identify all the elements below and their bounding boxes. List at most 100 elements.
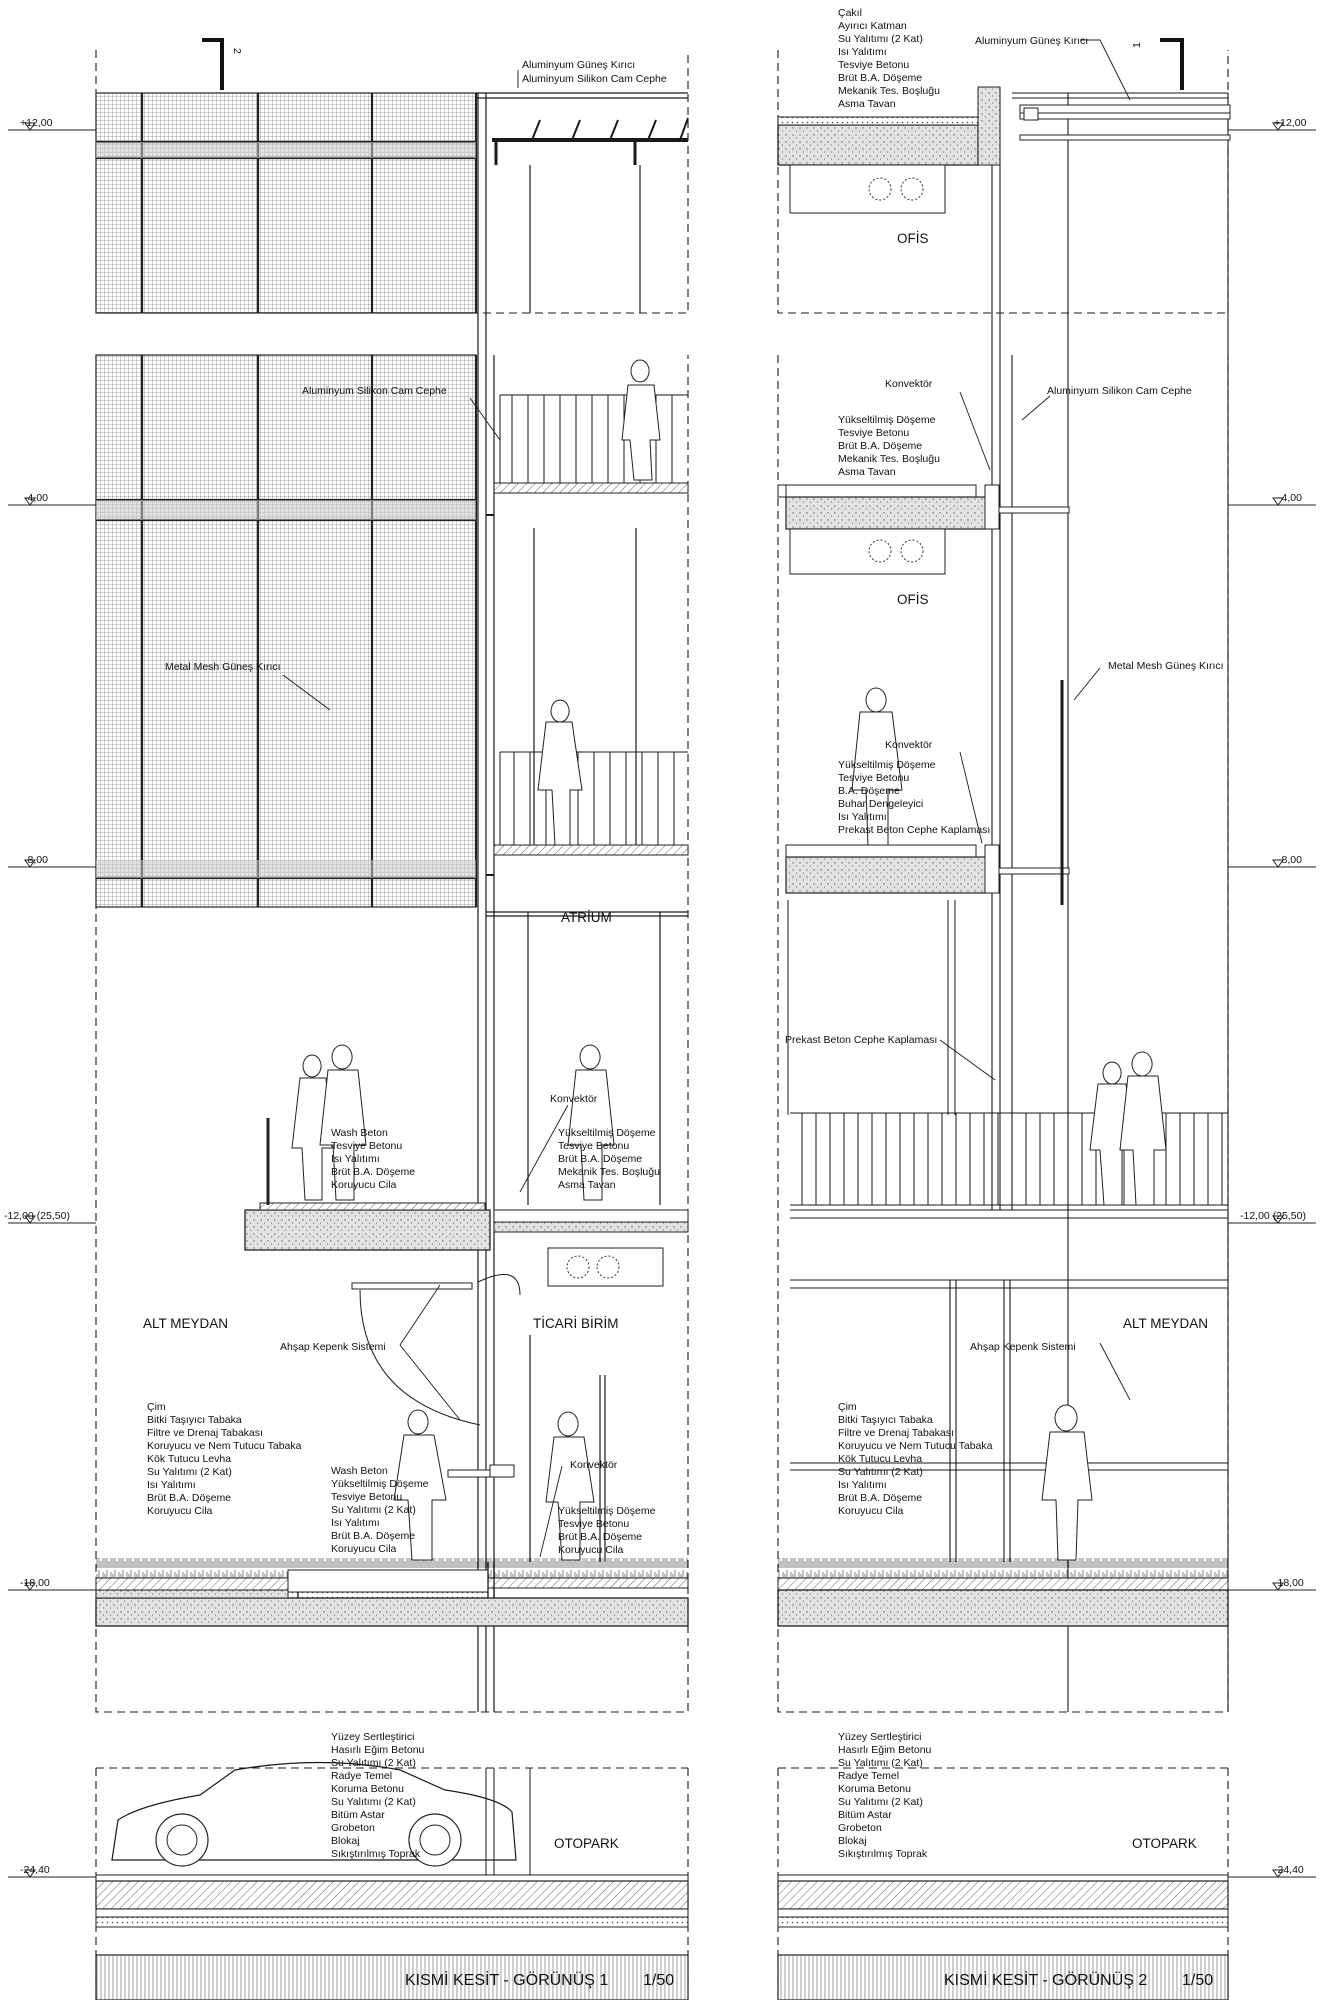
layer-item: Asma Tavan xyxy=(838,466,896,478)
right-roof-layer-list: Çakıl Ayırıcı Katman Su Yalıtımı (2 Kat)… xyxy=(838,7,940,110)
layer-item: Yüzey Sertleştirici xyxy=(838,1731,921,1743)
layer-item: Koruma Betonu xyxy=(331,1783,404,1795)
level-labels-left: +12,00 -4,00 -8,00 -12,00 (25,50) -18,00… xyxy=(4,117,70,1876)
layer-item: Bitki Taşıyıcı Tabaka xyxy=(838,1414,933,1426)
left-drawing-title: KISMİ KESİT - GÖRÜNÜŞ 1 xyxy=(405,1970,608,1989)
layer-item: Radye Temel xyxy=(331,1770,392,1782)
layer-item: Yükseltilmiş Döşeme xyxy=(838,414,936,426)
layer-item: Mekanik Tes. Boşluğu xyxy=(838,453,940,465)
left-sun-breakers xyxy=(492,117,689,165)
layer-item: B.A. Döşeme xyxy=(838,785,900,797)
layer-item: Blokaj xyxy=(331,1835,360,1847)
section-cut-markers xyxy=(202,38,1184,90)
right-office-slab-8 xyxy=(785,680,1070,1115)
left-room-atrium: ATRİUM xyxy=(561,910,612,925)
right-slab8-layer-list: Yükseltilmiş Döşeme Tesviye Betonu B.A. … xyxy=(838,759,990,836)
layer-item: Koruyucu ve Nem Tutucu Tabaka xyxy=(147,1440,302,1452)
level-triangles xyxy=(24,122,1284,1878)
layer-item: Prekast Beton Cephe Kaplaması xyxy=(838,824,990,836)
layer-item: Yükseltilmiş Döşeme xyxy=(558,1505,656,1517)
level-label: -12,00 (25,50) xyxy=(1240,1210,1306,1222)
left-atrium-balconies xyxy=(486,394,689,876)
left-atrium-layer-list: Yükseltilmiş Döşeme Tesviye Betonu Brüt … xyxy=(558,1127,660,1191)
layer-item: Brüt B.A. Döşeme xyxy=(558,1153,642,1165)
layer-item: Su Yalıtımı (2 Kat) xyxy=(838,1466,923,1478)
layer-item: Buhar Dengeleyici xyxy=(838,798,923,810)
layer-item: Koruyucu Cila xyxy=(331,1179,397,1191)
left-panel-frames xyxy=(95,50,689,2000)
layer-item: Yükseltilmiş Döşeme xyxy=(838,759,936,771)
level-label: -8,00 xyxy=(1278,854,1302,866)
right-sun-breaker-label: Aluminyum Güneş Kırıcı xyxy=(975,35,1088,47)
layer-item: Tesviye Betonu xyxy=(331,1140,402,1152)
right-cut-marker-number: 1 xyxy=(1131,42,1143,48)
layer-item: Brüt B.A. Döşeme xyxy=(147,1492,231,1504)
level-label: +12,00 xyxy=(1274,117,1307,129)
layer-item: Su Yalıtımı (2 Kat) xyxy=(331,1504,416,1516)
layer-item: Brüt B.A. Döşeme xyxy=(838,72,922,84)
layer-item: Yükseltilmiş Döşeme xyxy=(558,1127,656,1139)
left-convector-label-2: Konvektör xyxy=(570,1459,618,1471)
right-drawing-scale: 1/50 xyxy=(1182,1972,1213,1989)
layer-item: Brüt B.A. Döşeme xyxy=(331,1530,415,1542)
left-shop-layer-list: Yükseltilmiş Döşeme Tesviye Betonu Brüt … xyxy=(558,1505,656,1556)
layer-item: Brüt B.A. Döşeme xyxy=(331,1166,415,1178)
right-curtain-wall xyxy=(790,92,1229,1712)
level-label: -18,00 xyxy=(20,1577,50,1589)
level-label: +12,00 xyxy=(20,117,53,129)
layer-item: Yüzey Sertleştirici xyxy=(331,1731,414,1743)
level-label: -12,00 (25,50) xyxy=(4,1210,70,1222)
layer-item: Mekanik Tes. Boşluğu xyxy=(558,1166,660,1178)
layer-item: Çim xyxy=(147,1401,166,1413)
left-room-ticari: TİCARİ BİRİM xyxy=(533,1316,619,1331)
layer-item: Isı Yalıtımı xyxy=(838,1479,887,1491)
right-precast-label: Prekast Beton Cephe Kaplaması xyxy=(785,1034,937,1046)
right-convector-label-1: Konvektör xyxy=(885,378,933,390)
right-room-alt-meydan: ALT MEYDAN xyxy=(1123,1316,1208,1331)
layer-item: Brüt B.A. Döşeme xyxy=(838,440,922,452)
left-wooden-shutters xyxy=(351,1274,521,1478)
layer-item: Tesviye Betonu xyxy=(838,59,909,71)
layer-item: Ayırıcı Katman xyxy=(838,20,907,32)
left-terrace-slab xyxy=(244,1118,689,1287)
layer-item: Bitüm Astar xyxy=(331,1809,385,1821)
level-label: -4,00 xyxy=(24,492,48,504)
left-foundation-layer-list: Yüzey Sertleştirici Hasırlı Eğim Betonu … xyxy=(331,1731,425,1860)
left-drawing-scale: 1/50 xyxy=(643,1972,674,1989)
right-ground-foundation xyxy=(777,1558,1229,2001)
right-room-otopark: OTOPARK xyxy=(1132,1836,1197,1851)
left-top-label-1: Aluminyum Güneş Kırıcı xyxy=(522,59,635,71)
layer-item: Sıkıştırılmış Toprak xyxy=(838,1848,928,1860)
layer-item: Kök Tutucu Levha xyxy=(147,1453,231,1465)
layer-item: Koruyucu Cila xyxy=(331,1543,397,1555)
layer-item: Su Yalıtımı (2 Kat) xyxy=(838,1796,923,1808)
layer-item: Bitki Taşıyıcı Tabaka xyxy=(147,1414,242,1426)
human-figures xyxy=(291,359,1167,1561)
left-ground-slab xyxy=(95,1558,689,1627)
layer-item: Su Yalıtımı (2 Kat) xyxy=(331,1796,416,1808)
left-shutter-label: Ahşap Kepenk Sistemi xyxy=(280,1341,386,1353)
left-plaza-layer-list: Wash Beton Yükseltilmiş Döşeme Tesviye B… xyxy=(331,1465,429,1555)
layer-item: Asma Tavan xyxy=(838,98,896,110)
left-mesh-label: Metal Mesh Güneş Kırıcı xyxy=(165,661,281,673)
layer-item: Tesviye Betonu xyxy=(838,427,909,439)
level-label: -8,00 xyxy=(24,854,48,866)
layer-item: Mekanik Tes. Boşluğu xyxy=(838,85,940,97)
layer-item: Filtre ve Drenaj Tabakası xyxy=(147,1427,263,1439)
right-drawing-title: KISMİ KESİT - GÖRÜNÜŞ 2 xyxy=(944,1970,1147,1989)
layer-item: Wash Beton xyxy=(331,1127,388,1139)
left-garden-layer-list: Çim Bitki Taşıyıcı Tabaka Filtre ve Dren… xyxy=(147,1401,302,1517)
layer-item: Tesviye Betonu xyxy=(558,1140,629,1152)
level-lines xyxy=(8,129,1316,1878)
leader-lines xyxy=(282,39,1131,1558)
layer-item: Sıkıştırılmış Toprak xyxy=(331,1848,421,1860)
left-convector-label-1: Konvektör xyxy=(550,1093,598,1105)
layer-item: Radye Temel xyxy=(838,1770,899,1782)
layer-item: Grobeton xyxy=(331,1822,375,1834)
level-label: -18,00 xyxy=(1274,1577,1304,1589)
layer-item: Koruyucu Cila xyxy=(558,1544,624,1556)
left-room-otopark: OTOPARK xyxy=(554,1836,619,1851)
layer-item: Brüt B.A. Döşeme xyxy=(838,1492,922,1504)
